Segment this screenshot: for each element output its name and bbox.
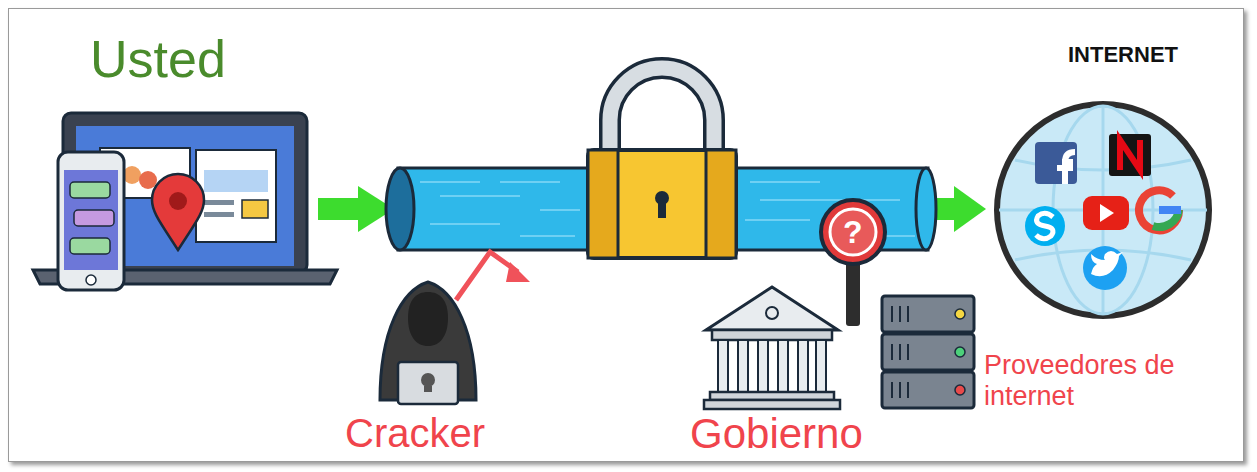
heading: INTERNET — [1068, 42, 1178, 68]
question-mark: ? — [843, 214, 863, 251]
internet-globe: INTERNET — [993, 100, 1213, 320]
globe-outline — [993, 100, 1213, 320]
government-building — [704, 287, 840, 409]
actor-label: Proveedores de internet — [984, 350, 1184, 412]
cracker-figure — [380, 252, 530, 404]
device-group: Usted — [33, 113, 337, 285]
magnifier — [821, 200, 885, 326]
phone — [58, 152, 124, 290]
green-arrow — [318, 186, 394, 232]
servers — [882, 296, 974, 408]
actor-label: Gobierno — [690, 410, 863, 458]
green-arrow — [934, 186, 986, 232]
actor-label: Cracker — [345, 410, 485, 456]
heading: Usted — [90, 29, 226, 89]
padlock — [588, 68, 736, 258]
laptop — [33, 113, 337, 284]
